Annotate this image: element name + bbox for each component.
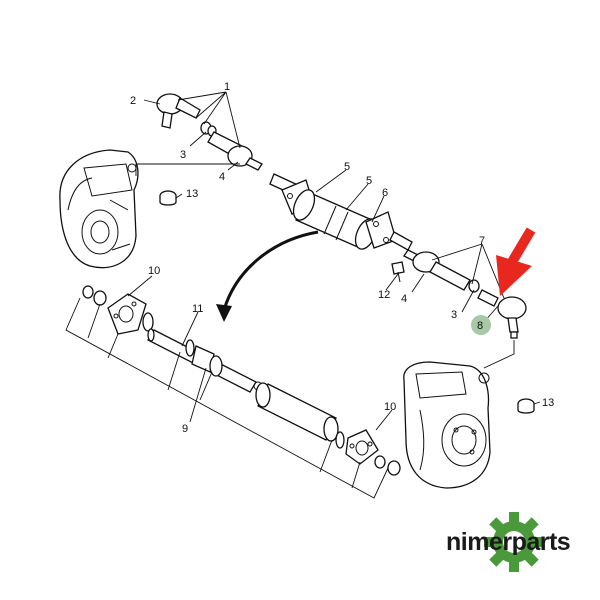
bushing-right bbox=[517, 398, 535, 414]
end-cap-left bbox=[107, 293, 154, 335]
inner-tie-rod-left bbox=[207, 131, 263, 171]
callout-13-right: 13 bbox=[542, 397, 554, 409]
curved-arrow bbox=[216, 230, 319, 322]
callout-9: 9 bbox=[182, 423, 188, 435]
callout-13-left: 13 bbox=[186, 188, 198, 200]
cylinder-tube bbox=[255, 382, 339, 442]
callout-5-second: 5 bbox=[366, 175, 372, 187]
brand-gear-logo bbox=[484, 512, 544, 572]
callout-12: 12 bbox=[378, 289, 390, 301]
red-pointer-arrow bbox=[496, 227, 536, 296]
callout-10-top: 10 bbox=[148, 265, 160, 277]
jam-nut-right bbox=[468, 279, 499, 307]
callout-4-right: 4 bbox=[401, 293, 407, 305]
bushing-left bbox=[159, 190, 177, 206]
inner-tie-rod-right bbox=[403, 249, 471, 291]
callout-4-left: 4 bbox=[219, 171, 225, 183]
piston bbox=[185, 339, 263, 391]
cylinder-barrel bbox=[292, 189, 378, 250]
tie-rod-end-right bbox=[497, 296, 527, 339]
callout-2: 2 bbox=[130, 95, 136, 107]
brand-wordmark: nimerparts bbox=[446, 528, 571, 556]
end-cap-right bbox=[335, 429, 401, 476]
callout-3-left: 3 bbox=[180, 149, 186, 161]
tie-rod-end-left bbox=[156, 93, 201, 129]
callout-10-bottom: 10 bbox=[384, 401, 396, 413]
callout-7: 7 bbox=[479, 235, 485, 247]
seal-rings-left bbox=[82, 285, 107, 306]
highlight-marker bbox=[471, 315, 491, 335]
rod-end-right bbox=[365, 211, 413, 251]
callout-1: 1 bbox=[224, 81, 230, 93]
callout-8: 8 bbox=[477, 320, 483, 332]
right-axle-housing bbox=[403, 361, 491, 489]
callout-6: 6 bbox=[382, 187, 388, 199]
callout-labels: 1 2 3 4 5 5 6 13 12 4 7 3 8 10 11 9 10 1… bbox=[130, 81, 554, 435]
callout-5-first: 5 bbox=[344, 161, 350, 173]
left-axle-housing bbox=[59, 149, 139, 269]
bracket-lines bbox=[65, 297, 389, 499]
leader-lines bbox=[127, 91, 541, 431]
callout-11: 11 bbox=[192, 303, 203, 315]
callout-3-right: 3 bbox=[451, 309, 457, 321]
bolt bbox=[391, 261, 405, 283]
